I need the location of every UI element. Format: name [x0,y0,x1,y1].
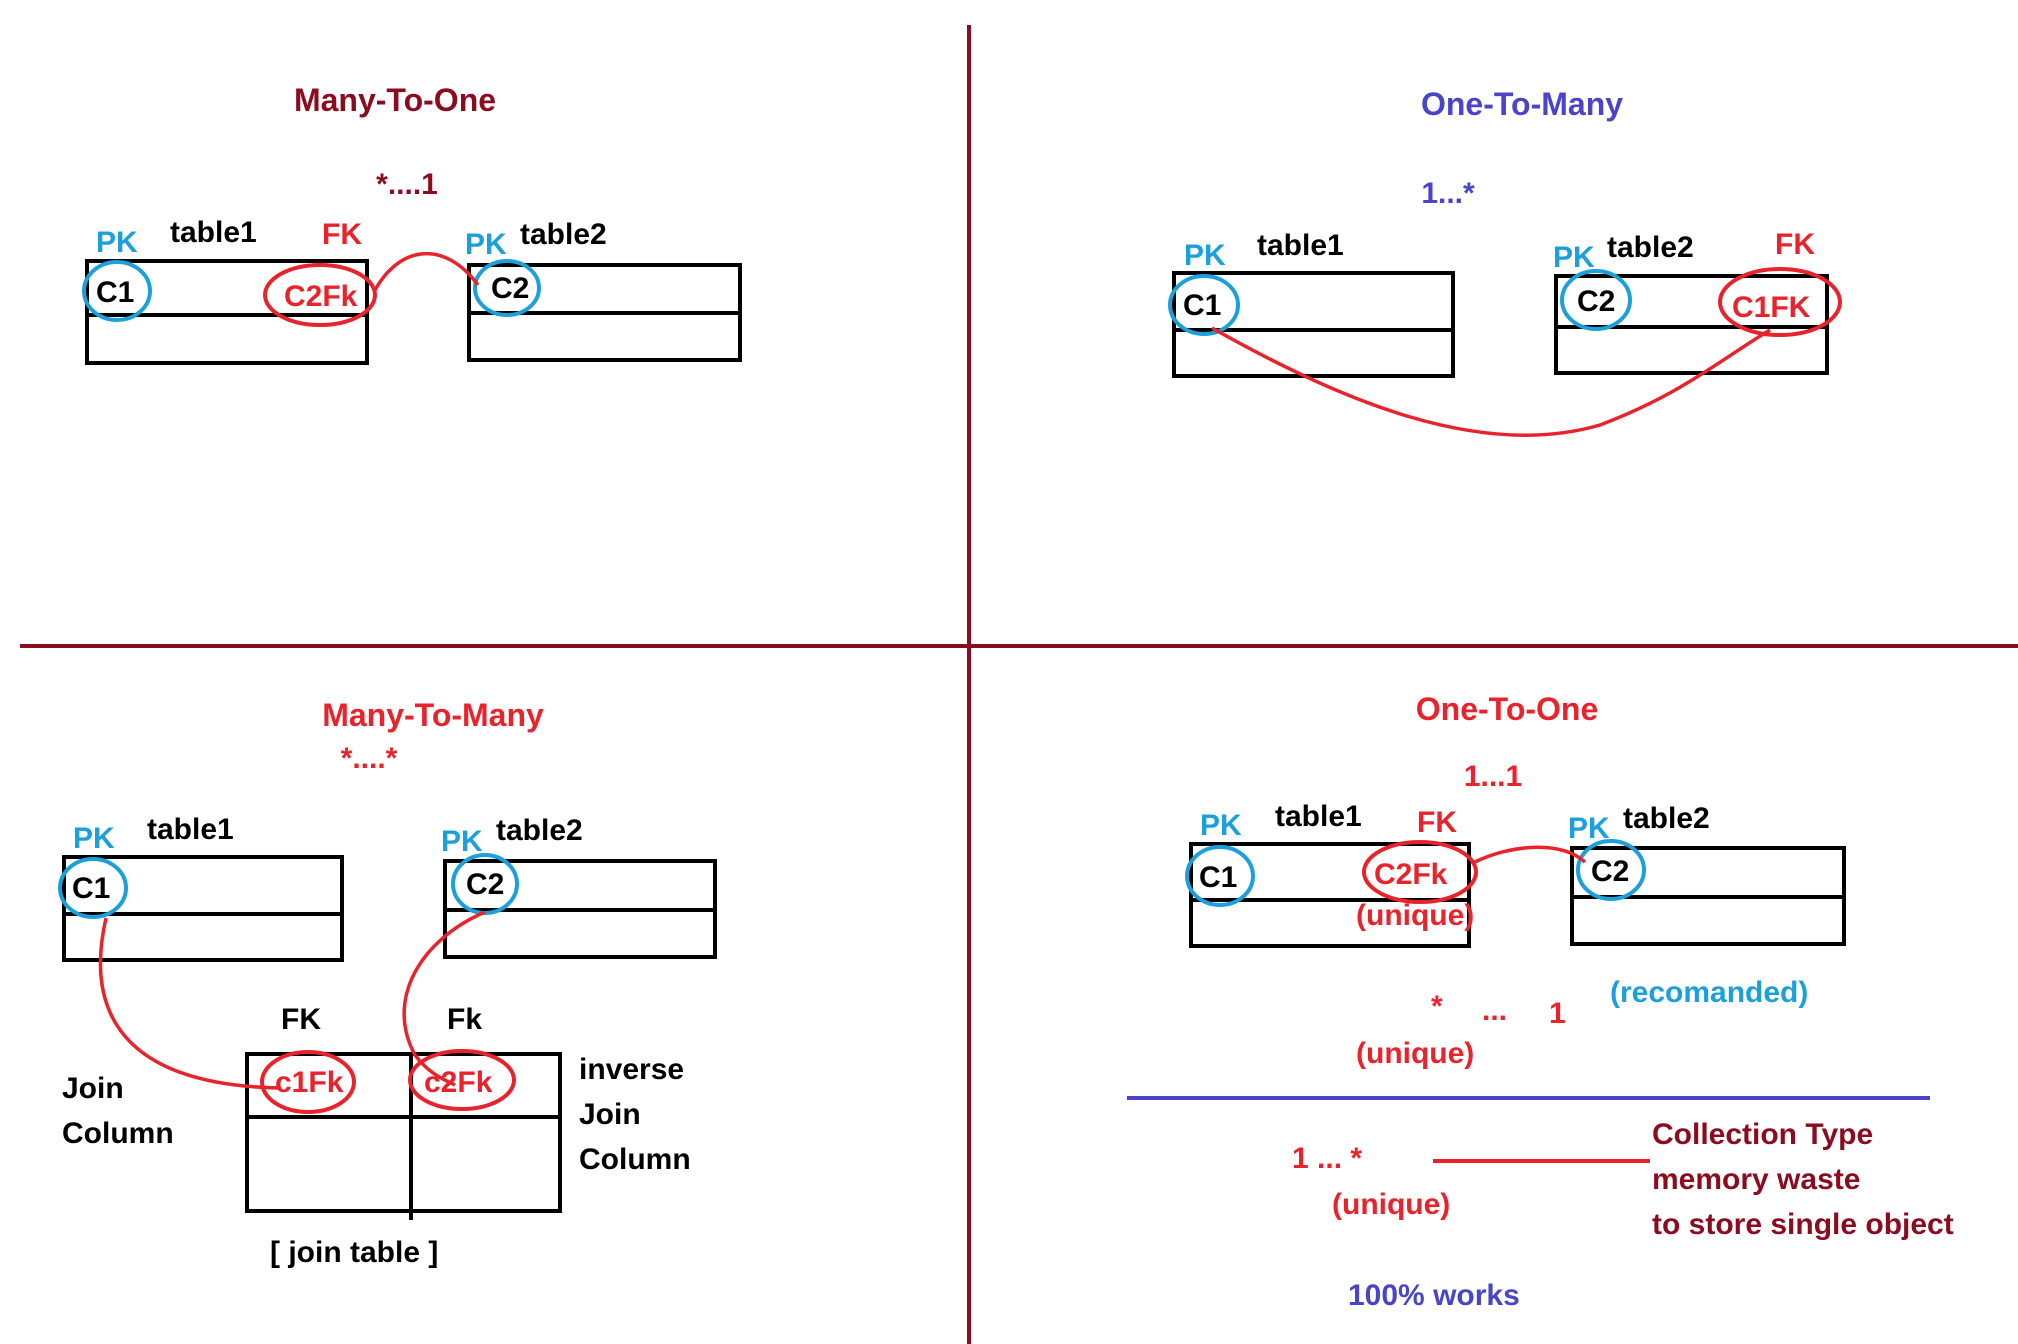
table1-pk-label: PK [1184,239,1226,272]
c2fk-ring [263,263,377,327]
fk-relation-line [1474,845,1587,864]
join-column-line [98,917,281,1090]
fk-relation-line [373,251,480,291]
works-note: 100% works [1348,1279,1520,1312]
many-to-one-one: 1 [1549,997,1566,1030]
table2-c2: C2 [491,272,529,305]
c1fk-ring [260,1050,356,1114]
table1-c2fk: C2Fk [284,280,358,313]
table2-fk-label: FK [1775,228,1815,261]
inverse-join-column-line2: Join [579,1098,641,1131]
many-to-one-star: * [1431,990,1443,1023]
c2-pk-ring [1560,269,1632,331]
inverse-join-column-line1: inverse [579,1053,684,1086]
table2-c1fk: C1FK [1732,291,1811,324]
join-table-fk2-label: Fk [447,1003,482,1036]
fk-relation-line [1211,326,1771,437]
inverse-join-column-line [402,910,486,1087]
many-to-one-section: Many-To-One *....1 PK table1 FK C1 C2Fk … [82,82,742,365]
one-to-many-cardinality: 1...* [1421,177,1475,210]
collection-note-line1: Collection Type [1652,1118,1873,1151]
recommended-note: (recomanded) [1610,976,1808,1009]
table1-c1: C1 [1183,289,1221,322]
many-to-many-section: Many-To-Many *....* PK table1 C1 PK tabl… [58,697,717,1269]
one-to-many-section: One-To-Many 1...* PK table1 C1 PK table2… [1168,86,1842,437]
join-column-label-line1: Join [62,1072,124,1105]
table1-pk-label: PK [1200,809,1242,842]
table2-pk-label: PK [1553,241,1595,274]
table2-pk-label: PK [1568,812,1610,845]
table2-c2: C2 [1577,285,1615,318]
join-table-caption: [ join table ] [270,1236,438,1269]
c2-pk-ring [473,259,541,317]
table2-pk-label: PK [441,825,483,858]
c2fk-ring [408,1049,516,1111]
join-column-label-line2: Column [62,1117,174,1150]
table1-pk-label: PK [73,822,115,855]
table1-fk-label: FK [322,218,362,251]
table2-name: table2 [1623,802,1710,835]
c1fk-ring [1718,267,1842,337]
table1-fk-label: FK [1417,806,1457,839]
join-table-c2fk: c2Fk [424,1066,493,1099]
one-to-one-cardinality: 1...1 [1464,760,1522,793]
table1-name: table1 [1257,229,1344,262]
c1-pk-ring [82,260,152,322]
collection-cardinality: 1 ... * [1292,1142,1362,1175]
table1-name: table1 [147,813,234,846]
c1-pk-ring [58,857,128,919]
many-to-many-cardinality: *....* [341,742,398,775]
table2-name: table2 [1607,231,1694,264]
inverse-join-column-line3: Column [579,1143,691,1176]
table1-name: table1 [1275,800,1362,833]
collection-note-line3: to store single object [1652,1208,1954,1241]
table1-unique-note: (unique) [1356,899,1474,932]
collection-note-line2: memory waste [1652,1163,1860,1196]
table1-c1: C1 [96,276,134,309]
table1-c1: C1 [1199,861,1237,894]
table1-pk-label: PK [96,226,138,259]
join-table-fk1-label: FK [281,1003,321,1036]
table1-name: table1 [170,216,257,249]
table2-name: table2 [520,218,607,251]
many-to-one-dots: ... [1482,994,1507,1027]
one-to-many-title: One-To-Many [1421,86,1623,122]
one-to-one-section: One-To-One 1...1 PK table1 FK C1 C2Fk (u… [1127,691,1954,1312]
table1-c2fk: C2Fk [1374,858,1448,891]
collection-unique: (unique) [1332,1188,1450,1221]
table2-c2: C2 [466,868,504,901]
c2fk-ring [1362,840,1478,904]
c1-pk-ring [1185,845,1255,907]
table2-box [443,859,717,959]
table2-c2: C2 [1591,855,1629,888]
many-to-many-title: Many-To-Many [322,697,544,733]
many-to-one-unique: (unique) [1356,1037,1474,1070]
table1-c1: C1 [72,872,110,905]
c2-pk-ring [1576,839,1646,901]
many-to-one-cardinality: *....1 [376,168,438,201]
table2-name: table2 [496,814,583,847]
many-to-one-title: Many-To-One [294,82,496,118]
c1-pk-ring [1168,274,1240,336]
one-to-one-title: One-To-One [1416,691,1599,727]
join-table-c1fk: c1Fk [275,1066,344,1099]
table2-pk-label: PK [465,228,507,261]
